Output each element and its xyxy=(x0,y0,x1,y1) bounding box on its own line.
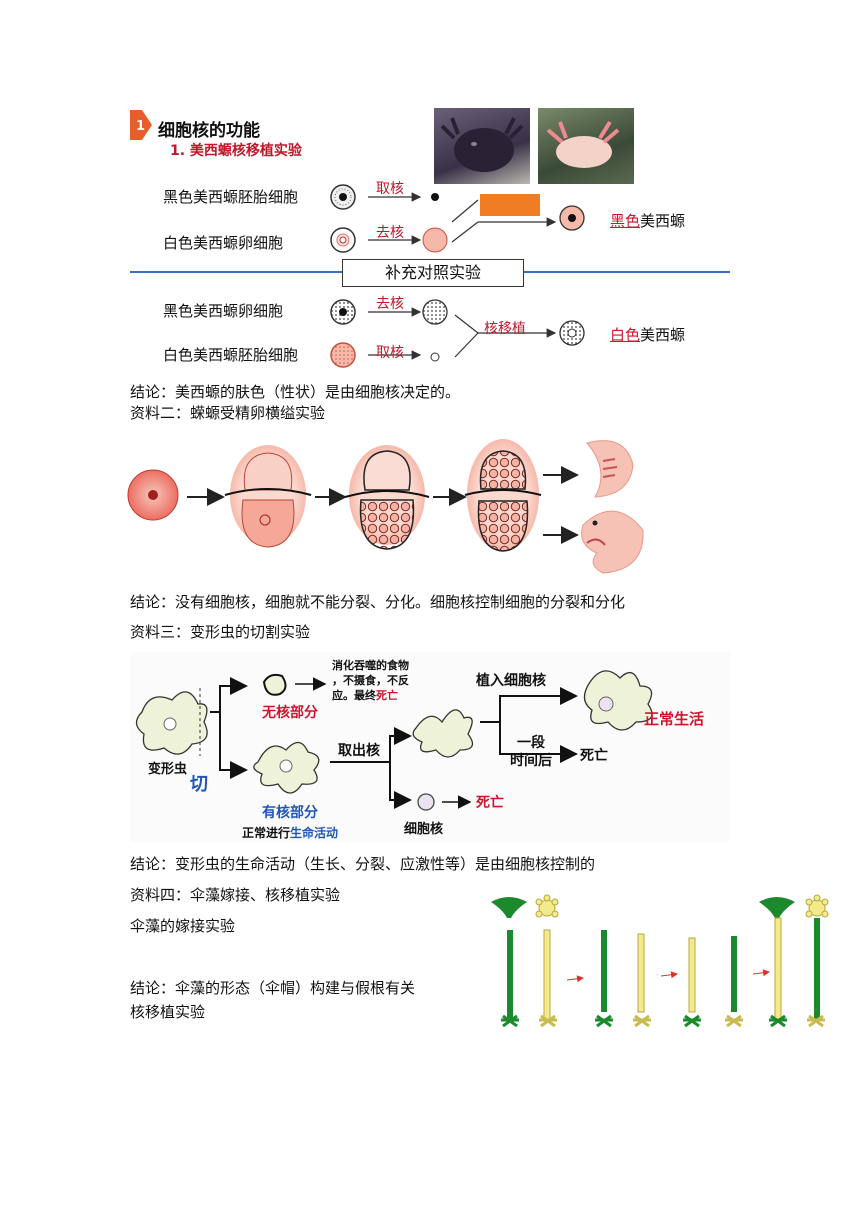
conclusion-1: 结论：美西螈的肤色（性状）是由细胞核决定的。 xyxy=(130,383,461,401)
conclusion-3: 结论：变形虫的生命活动（生长、分裂、应激性等）是由细胞核控制的 xyxy=(130,855,596,873)
restored-amoeba xyxy=(583,670,653,731)
digest-death: 死亡 xyxy=(376,689,398,702)
transplant-title: 核移植实验 xyxy=(130,1003,206,1021)
arrow-remove2-label: 去核 xyxy=(376,296,404,312)
digest-line-3: 应。最终死亡 xyxy=(332,688,409,703)
nucleus-label: 细胞核 xyxy=(404,822,444,837)
material-4-title: 资料四：伞藻嫁接、核移植实验 xyxy=(130,886,341,904)
conclusion-2: 结论：没有细胞核，细胞就不能分裂、分化。细胞核控制细胞的分裂和分化 xyxy=(130,593,626,611)
control-banner: 补充对照实验 xyxy=(342,259,524,287)
after-line-2: 时间后 xyxy=(510,753,552,769)
section-title: 细胞核的功能 xyxy=(158,121,260,141)
digest-note: 消化吞噬的食物 ，不摄食，不反 应。最终死亡 xyxy=(332,658,409,703)
implant-label: 植入细胞核 xyxy=(476,673,546,689)
result2: 白色美西螈 xyxy=(610,324,685,345)
result2-suffix: 美西螈 xyxy=(640,326,686,344)
normal-prefix: 正常进行 xyxy=(242,826,291,840)
enucleated-amoeba xyxy=(412,709,474,758)
normal-activity-label: 正常进行生命活动 xyxy=(242,824,338,841)
green-cap xyxy=(491,897,527,918)
anucleate-fragment xyxy=(262,673,287,696)
normal-life: 生命活动 xyxy=(290,826,339,840)
arrow-take-label: 取核 xyxy=(376,181,404,197)
digest-line-2: ，不摄食，不反 xyxy=(332,674,409,687)
extracted-nucleus xyxy=(417,793,435,811)
white-embryo-cell xyxy=(330,342,356,368)
death-label-1: 死亡 xyxy=(580,748,608,764)
amoeba-diagram: 变形虫 切 无核部分 消化吞噬的食物 ，不摄食，不反 应。最终死亡 有核部分 正… xyxy=(130,652,730,842)
white-axolotl-photo xyxy=(538,108,634,184)
enucleated-egg xyxy=(422,227,448,253)
graft-title: 伞藻的嫁接实验 xyxy=(130,917,236,935)
death-label-2: 死亡 xyxy=(476,795,504,811)
amoeba-label: 变形虫 xyxy=(148,762,188,777)
row4-label: 白色美西螈胚胎细胞 xyxy=(163,346,299,364)
salamander-ligation-diagram xyxy=(127,439,644,574)
digest-line-3a: 应。最终 xyxy=(332,689,376,702)
cut-label: 切 xyxy=(190,774,208,795)
result1-suffix: 美西螈 xyxy=(640,212,686,230)
developed-embryo xyxy=(581,510,644,574)
section-badge: 1 xyxy=(130,110,152,140)
control-banner-text: 补充对照实验 xyxy=(384,263,481,282)
result1: 黑色美西螈 xyxy=(610,210,685,231)
nucleus-part-label: 有核部分 xyxy=(262,805,318,821)
orange-label-box xyxy=(480,194,540,216)
after-time-label: 一段 时间后 xyxy=(510,734,552,770)
row3-label: 黑色美西螈卵细胞 xyxy=(163,302,284,320)
arrow-take2-label: 取核 xyxy=(376,345,404,361)
material-2-title: 资料二：蝾螈受精卵横缢实验 xyxy=(130,404,326,422)
acetabularia-graft-diagram xyxy=(491,894,829,1028)
arrow-transplant-label: 核移植 xyxy=(484,321,526,337)
yellow-cap xyxy=(535,894,559,918)
material-3-title: 资料三：变形虫的切割实验 xyxy=(130,623,311,641)
transplant-diagram-top xyxy=(330,184,585,253)
white-nucleus xyxy=(430,352,440,362)
extract-label: 取出核 xyxy=(338,743,380,759)
black-axolotl-photo xyxy=(434,108,530,184)
after-line-1: 一段 xyxy=(517,735,545,751)
enucleated-black-egg xyxy=(422,299,448,325)
result2-color: 白色 xyxy=(610,326,641,344)
digest-line-1: 消化吞噬的食物 xyxy=(332,659,409,672)
no-nucleus-label: 无核部分 xyxy=(262,705,318,721)
badge-number: 1 xyxy=(136,119,145,134)
normal-living-label: 正常生活 xyxy=(644,710,705,728)
arrow-remove-label: 去核 xyxy=(376,225,404,241)
conclusion-4: 结论：伞藻的形态（伞帽）构建与假根有关 xyxy=(130,979,416,997)
row2-label: 白色美西螈卵细胞 xyxy=(163,234,284,252)
transplant-diagram-bottom xyxy=(330,299,585,368)
section-subtitle: 1. 美西螈核移植实验 xyxy=(170,143,302,159)
result1-color: 黑色 xyxy=(610,212,641,230)
nucleus-dot xyxy=(431,193,439,201)
row1-label: 黑色美西螈胚胎细胞 xyxy=(163,188,299,206)
